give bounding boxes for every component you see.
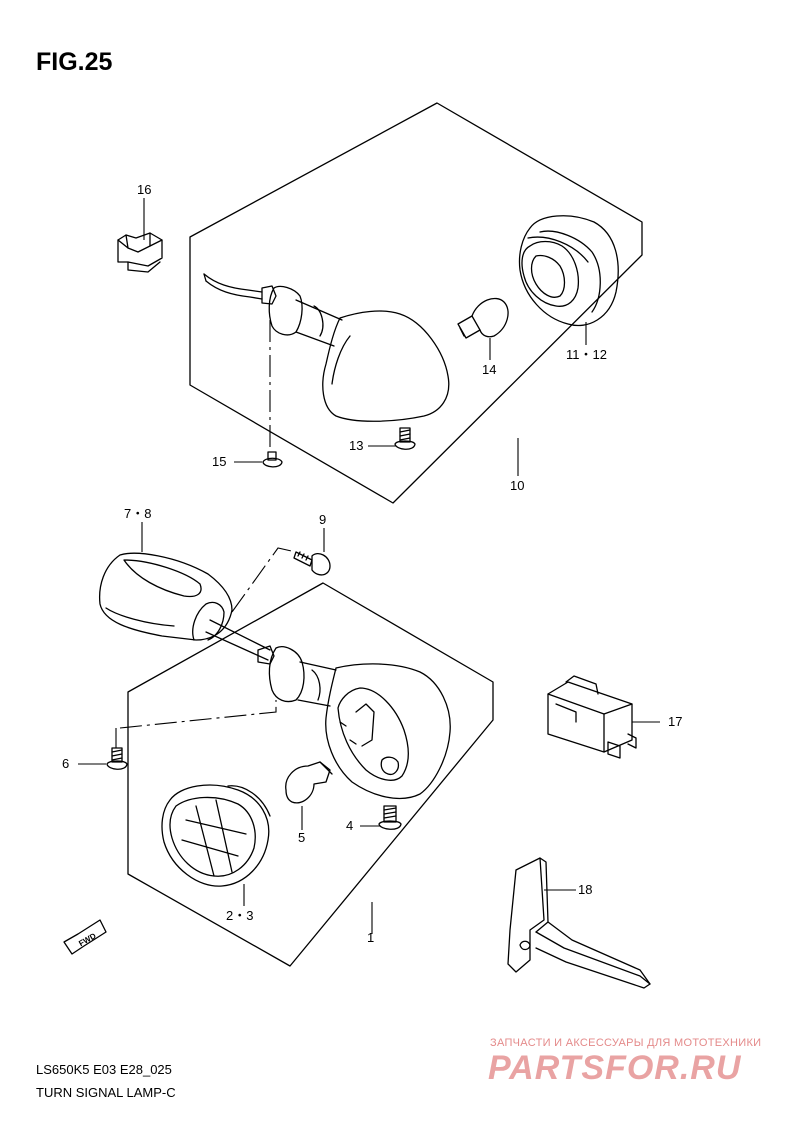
callout-6: 6 [62,756,69,771]
part-17-relay [547,675,637,759]
part-15-screw [262,451,283,468]
reference-lines [115,320,297,748]
callout-18: 18 [578,882,592,897]
part-9-bolt [293,551,331,576]
figure-title: FIG.25 [36,48,113,76]
callout-16: 16 [137,182,151,197]
part-1-lamp-body [257,645,451,800]
part-4-screw [378,805,402,830]
callout-9: 9 [319,512,326,527]
fwd-arrow-icon [63,919,107,955]
callout-13: 13 [349,438,363,453]
part-6-screw [106,747,128,770]
stem-lines [205,619,271,661]
model-code: LS650K5 E03 E28_025 [36,1062,172,1077]
callout-7-8: 7・8 [124,506,151,521]
callout-11-12: 11・12 [566,347,607,362]
assembly-1-outline [127,582,494,967]
part-7-8-housing [98,552,233,641]
callout-2-3: 2・3 [226,908,253,923]
part-18-bracket [507,857,651,989]
callout-17: 17 [668,714,682,729]
callout-10: 10 [510,478,524,493]
callout-15: 15 [212,454,226,469]
part-13-screw [394,427,416,450]
part-2-3-lens [161,784,271,887]
section-name: TURN SIGNAL LAMP-C [36,1085,176,1100]
leader-lines [78,198,660,934]
part-11-12-lens [518,215,619,327]
callout-14: 14 [482,362,496,377]
assembly-10-outline [189,102,643,504]
part-5-bulb [285,761,333,804]
part-16-clip [117,232,163,273]
part-14-bulb [457,297,509,339]
watermark-brand: PARTSFOR.RU [488,1049,742,1087]
part-10-lamp-assembly [203,273,450,422]
watermark-tagline: ЗАПЧАСТИ И АКСЕССУАРЫ ДЛЯ МОТОТЕХНИКИ [490,1037,762,1049]
callout-4: 4 [346,818,353,833]
callout-1: 1 [367,930,374,945]
callout-5: 5 [298,830,305,845]
